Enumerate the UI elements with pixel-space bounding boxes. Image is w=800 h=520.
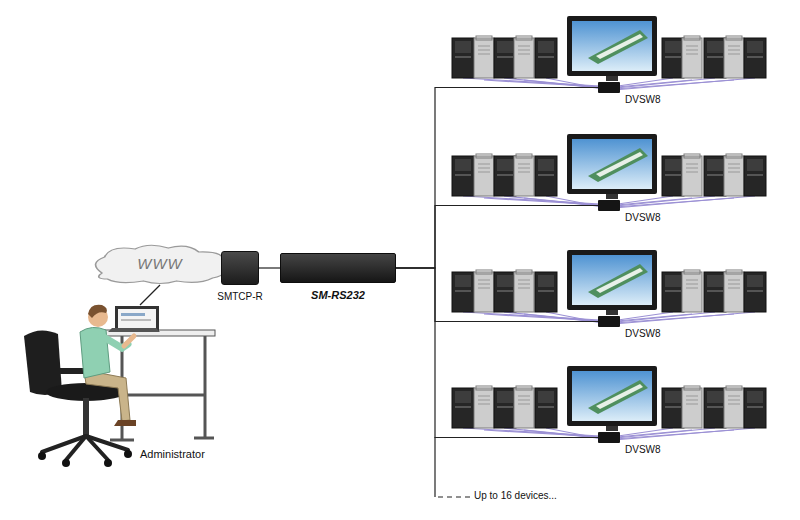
kvm-switch: DVSW8 — [598, 432, 620, 443]
kvm-switch: DVSW8 — [598, 200, 620, 211]
node-label: SMTCP-R — [217, 291, 263, 302]
node-label: DVSW8 — [625, 444, 661, 455]
connector-line — [396, 88, 598, 269]
kvm-switch: DVSW8 — [598, 316, 620, 327]
kvm-switch: DVSW8 — [598, 82, 620, 93]
connector-line — [396, 268, 598, 438]
connector-line — [396, 268, 598, 322]
node-label: DVSW8 — [625, 328, 661, 339]
node-label: DVSW8 — [625, 94, 661, 105]
connector-line — [396, 206, 598, 269]
node-label: DVSW8 — [625, 212, 661, 223]
internet-cloud: WWW — [88, 243, 232, 285]
connector-line — [259, 267, 280, 268]
ip-controller: SMTCP-R — [221, 251, 259, 285]
administrator-station: Administrator — [60, 305, 215, 467]
note-label: Up to 16 devices... — [474, 490, 557, 501]
node-label: WWW — [88, 243, 232, 285]
node-label: Administrator — [140, 448, 205, 460]
rs232-hub: SM-RS232 — [280, 253, 396, 283]
connector-line — [140, 285, 160, 305]
node-label: SM-RS232 — [311, 289, 365, 301]
